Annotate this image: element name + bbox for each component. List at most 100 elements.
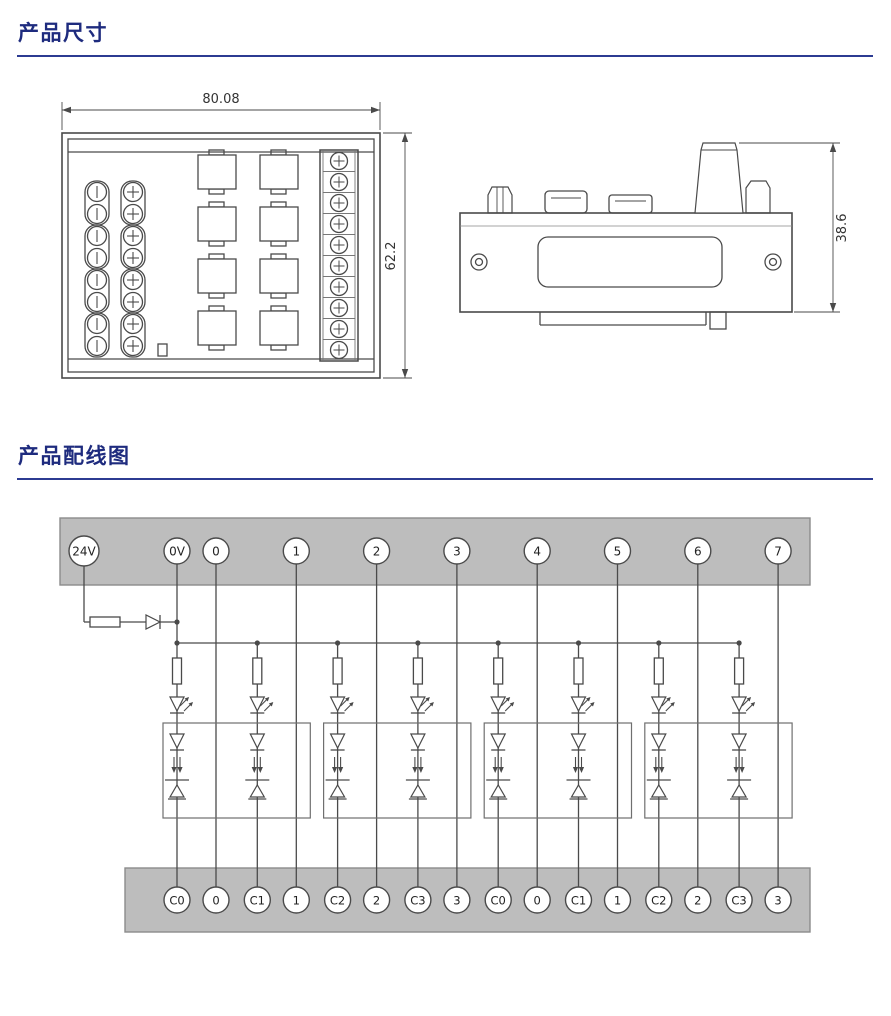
led-arrowhead	[264, 697, 270, 702]
led-arrowhead	[746, 697, 752, 702]
light-arrowhead	[659, 767, 665, 773]
housing-inner-outline	[67, 138, 375, 373]
input-terminal-label: 6	[694, 545, 702, 559]
relay-block	[197, 310, 237, 346]
input-terminal	[163, 537, 191, 565]
output-terminal	[243, 886, 271, 914]
output-transistor	[409, 783, 426, 798]
output-terminal-label: 1	[293, 894, 300, 908]
output-terminal	[323, 886, 352, 914]
dimension-arrow	[829, 143, 837, 152]
relay-tab	[270, 305, 287, 312]
led	[731, 696, 748, 713]
relay-block	[197, 258, 237, 294]
relay-block	[197, 206, 237, 242]
output-terminal	[764, 886, 792, 914]
relay-block	[259, 258, 299, 294]
light-arrowhead	[412, 767, 418, 773]
relay-tab	[270, 344, 287, 351]
junction-dot	[415, 640, 421, 646]
output-terminal	[443, 886, 471, 914]
relay-tab	[208, 253, 225, 260]
relay-tab	[208, 344, 225, 351]
led-arrowhead	[509, 702, 515, 707]
led	[650, 696, 667, 713]
led-arrowhead	[425, 697, 430, 702]
led-arrowhead	[188, 702, 193, 707]
connector	[544, 190, 588, 214]
light-arrowhead	[739, 767, 745, 773]
output-terminal	[163, 886, 191, 914]
input-terminal-label: 3	[453, 545, 461, 559]
relay-block	[259, 206, 299, 242]
resistor	[653, 657, 664, 685]
dimension-arrow	[401, 133, 409, 142]
light-arrowhead	[498, 767, 504, 773]
junction-dot	[575, 640, 582, 646]
center-slot	[537, 236, 723, 288]
output-terminal-label: 3	[453, 894, 460, 908]
output-transistor	[249, 783, 266, 798]
light-arrowhead	[578, 767, 585, 773]
resistor	[493, 657, 504, 685]
input-terminal	[684, 537, 712, 565]
led-arrowhead	[349, 702, 354, 707]
din-clip	[709, 311, 727, 330]
height-dimension: 62.2	[383, 132, 412, 379]
output-terminal	[484, 886, 512, 914]
side-view-drawing: 38.6	[459, 142, 850, 330]
output-terminal-label: C1	[571, 894, 586, 908]
relay-tab	[270, 253, 287, 260]
ssr-box	[162, 722, 311, 819]
light-arrowhead	[251, 767, 257, 773]
input-terminal	[523, 537, 551, 565]
led-arrowhead	[666, 697, 671, 702]
section-title-wiring: 产品配线图	[18, 445, 131, 468]
input-terminal-label: 0	[212, 545, 220, 559]
terminal-pair-outline	[120, 312, 146, 358]
relay-tab	[208, 305, 225, 312]
junction-dot	[656, 640, 662, 646]
photodiode	[409, 733, 426, 750]
input-terminal-label: 7	[774, 545, 782, 559]
output-terminal-label: C0	[169, 894, 184, 908]
output-terminal-label: 0	[212, 894, 219, 908]
side-height-dim-label: 38.6	[835, 214, 850, 243]
width-dimension: 80.08	[61, 92, 381, 130]
light-arrowhead	[418, 767, 424, 773]
output-transistor	[168, 783, 186, 798]
resistor	[252, 657, 263, 685]
output-terminal	[564, 886, 593, 914]
input-terminal-label: 4	[533, 545, 541, 559]
output-terminal-label: 2	[694, 894, 701, 908]
side-block	[745, 180, 771, 214]
ssr-box	[323, 722, 472, 819]
light-arrowhead	[177, 767, 183, 773]
output-terminal-label: C2	[330, 894, 345, 908]
output-terminal	[523, 886, 551, 914]
ssr-box	[483, 722, 633, 819]
led-arrowhead	[586, 697, 591, 702]
resistor	[733, 657, 745, 685]
led	[329, 696, 346, 713]
input-terminal	[764, 537, 792, 565]
led-arrowhead	[750, 702, 756, 707]
dimension-arrow	[829, 303, 837, 312]
junction-dot	[335, 640, 341, 646]
terminal-cell	[322, 339, 356, 361]
input-terminal	[282, 537, 310, 565]
dimension-arrow	[371, 106, 380, 114]
led	[169, 696, 185, 713]
light-arrowhead	[733, 767, 739, 773]
terminal-pair-outline	[84, 312, 110, 358]
led	[490, 696, 507, 713]
left-terminal-block	[84, 180, 146, 358]
output-terminal	[362, 886, 391, 914]
body-outline	[459, 212, 793, 313]
output-terminal-label: C1	[250, 894, 265, 908]
junction-dot	[254, 640, 260, 646]
connector	[608, 194, 653, 214]
